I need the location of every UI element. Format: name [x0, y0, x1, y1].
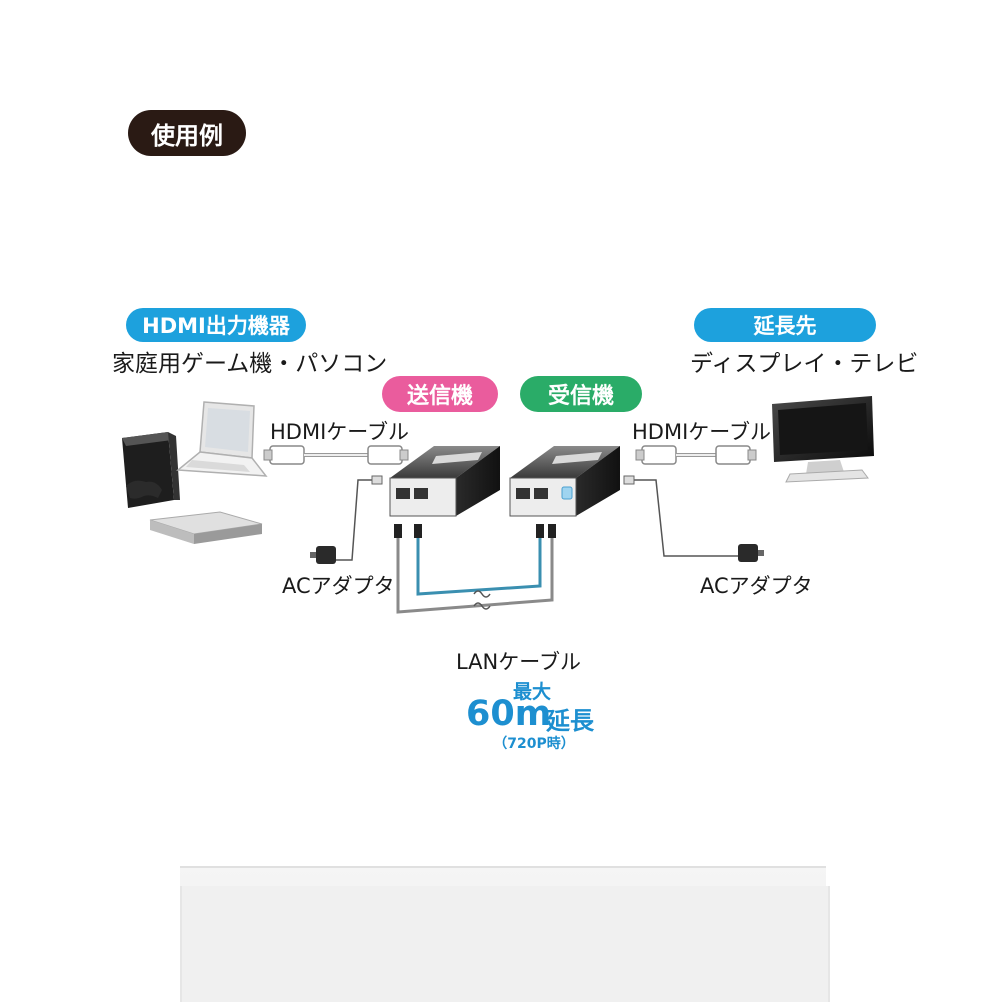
bluray-player-icon: [149, 511, 263, 544]
hdmi-cable-label-right: HDMIケーブル: [632, 420, 772, 444]
hdmi-plug-icon: [263, 445, 409, 465]
ac-adapter-icon: [623, 475, 764, 562]
transmitter-tag: 送信機: [382, 376, 498, 412]
tv-icon: [772, 396, 874, 483]
source-tag: HDMI出力機器: [126, 308, 306, 342]
controller-icon: [126, 480, 162, 499]
lan-cable-icon: [394, 524, 556, 614]
hdmi-plug-icon: [635, 445, 757, 465]
spec-prefix: 最大: [512, 681, 551, 703]
section-heading: 使用例: [128, 110, 246, 156]
spec-suffix: 延長: [546, 707, 594, 735]
spec-distance: 60m: [466, 694, 552, 734]
bottom-panel: [180, 866, 830, 1002]
ac-adapter-label-right: ACアダプタ: [700, 574, 813, 598]
receiver-tag: 受信機: [520, 376, 642, 412]
destination-description: ディスプレイ・テレビ: [690, 351, 919, 377]
ac-adapter-icon: [310, 475, 383, 564]
source-description: 家庭用ゲーム機・パソコン: [112, 351, 388, 377]
transmitter-icon: [389, 446, 500, 517]
laptop-icon: [176, 401, 268, 477]
hdmi-cable-label-left: HDMIケーブル: [270, 420, 410, 444]
ac-adapter-label-left: ACアダプタ: [282, 574, 395, 598]
destination-tag: 延長先: [694, 308, 876, 342]
lan-cable-label: LANケーブル: [456, 650, 581, 674]
spec-note: （720P時）: [493, 736, 575, 752]
bottom-panel-inner: [180, 886, 830, 1002]
receiver-icon: [509, 446, 620, 517]
